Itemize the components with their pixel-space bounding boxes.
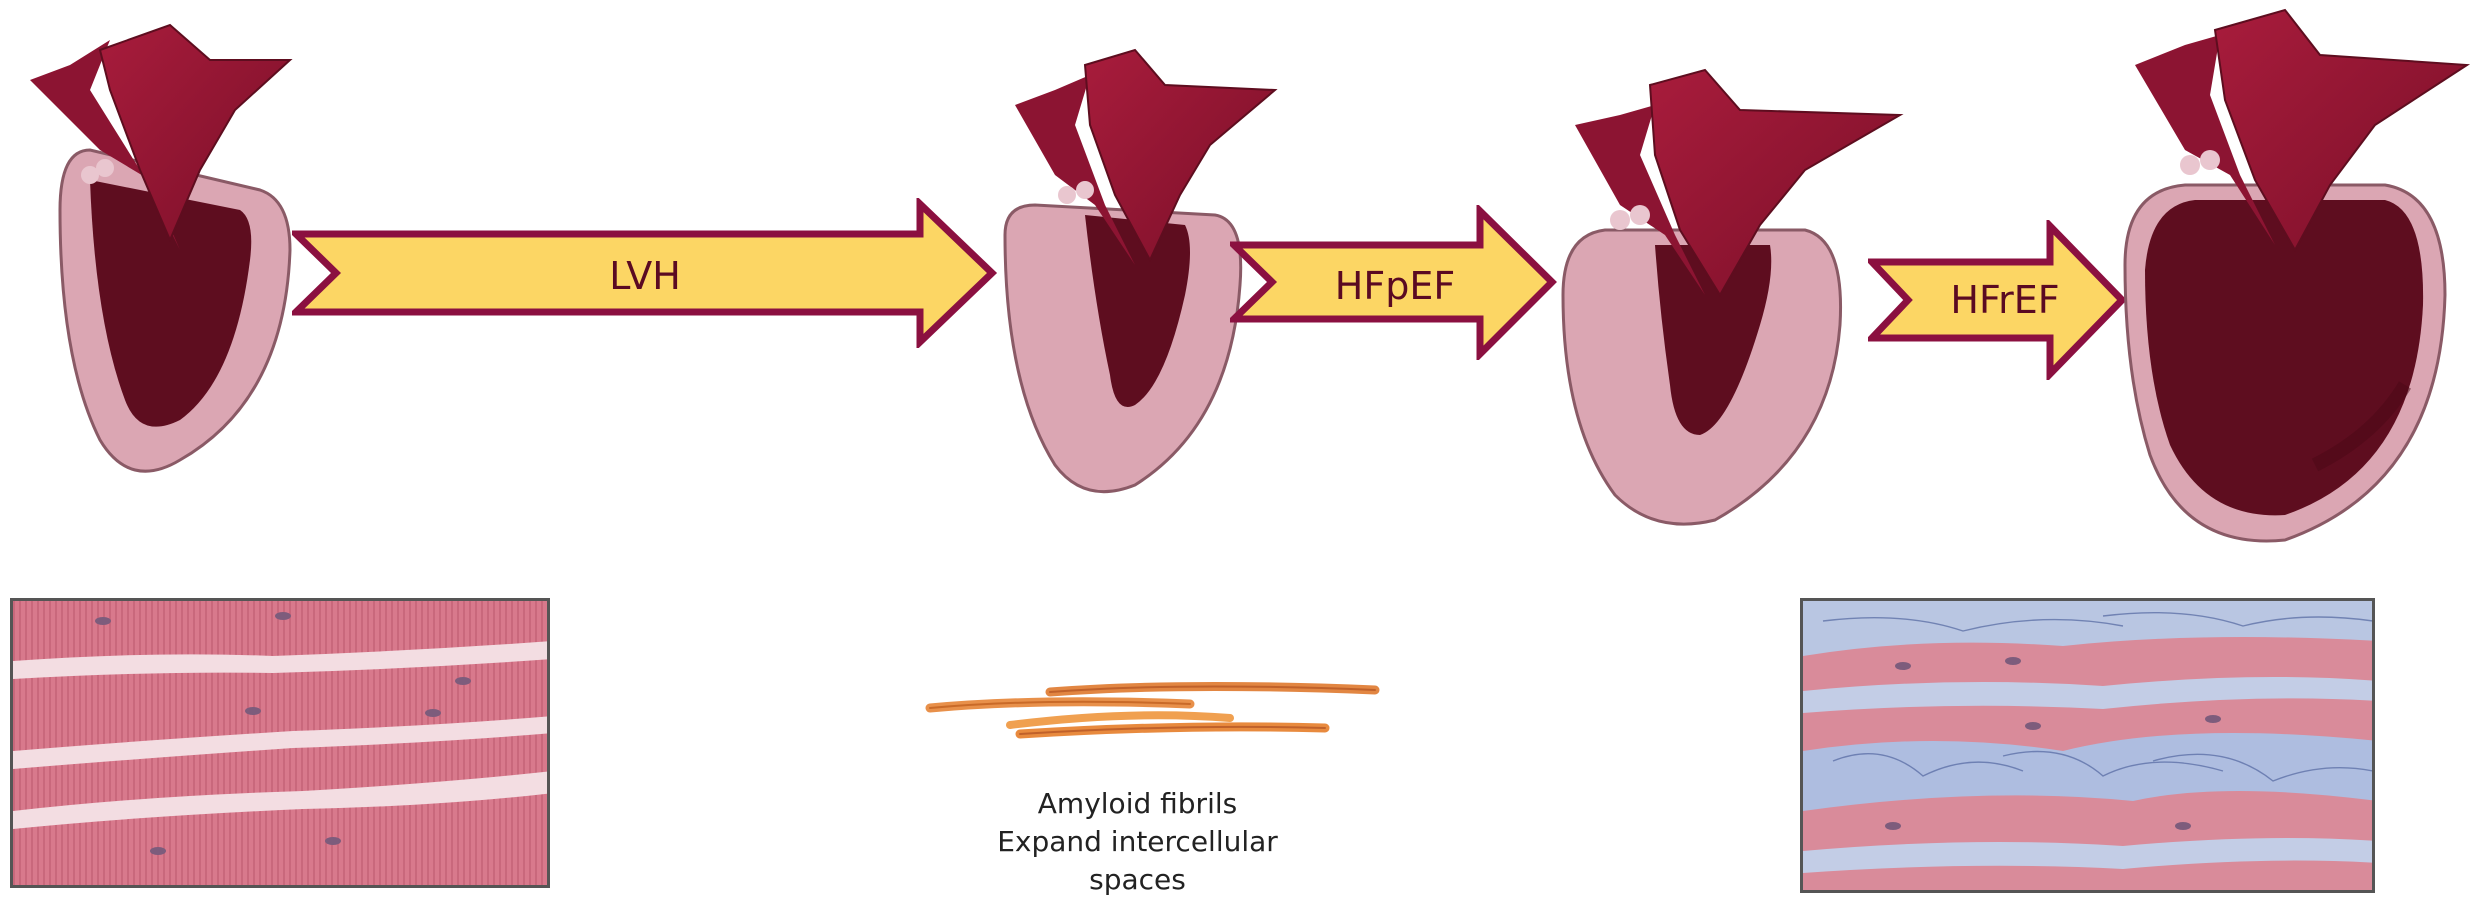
normal-myocardium-histology (10, 598, 550, 888)
amyloid-fibrils (920, 670, 1385, 750)
caption-line-2: Expand intercellular (920, 823, 1355, 861)
dilated-heart (2115, 5, 2471, 550)
hfpef-label: HFpEF (1310, 258, 1480, 314)
lvh-label: LVH (560, 248, 730, 304)
hfref-label: HFrEF (1920, 272, 2090, 328)
restrictive-heart (1555, 65, 1905, 535)
amyloid-caption: Amyloid fibrils Expand intercellular spa… (920, 785, 1355, 899)
normal-heart (20, 20, 320, 490)
caption-line-1: Amyloid fibrils (920, 785, 1355, 823)
caption-line-3: spaces (920, 861, 1355, 899)
fibrotic-myocardium-histology (1800, 598, 2375, 893)
